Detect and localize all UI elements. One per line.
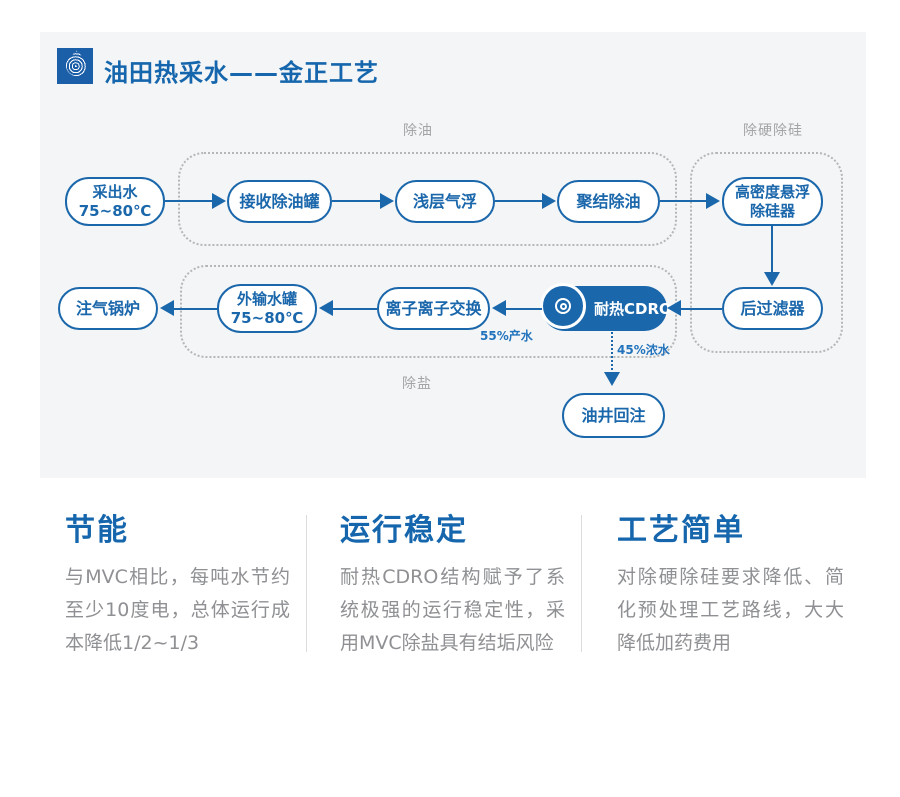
arrow-head-desilicifier-to-postfilter <box>764 272 780 286</box>
node-high-density-desilicifier-line1: 高密度悬浮 <box>734 182 810 201</box>
cdro-target-icon <box>555 298 571 314</box>
feature-stable-operation-body: 耐热CDRO结构赋予了系统极强的运行稳定性，采用MVC除盐具有结垢风险 <box>340 566 565 654</box>
arrow-head-cdro-to-ionexchange <box>492 300 506 316</box>
node-shallow-air-flotation-label: 浅层气浮 <box>412 191 477 211</box>
node-oil-well-reinjection: 油井回注 <box>562 393 665 438</box>
arrow-head-cdro-to-reinjection <box>604 372 620 386</box>
node-export-water-tank-line2: 75~80℃ <box>230 308 304 327</box>
arrow-line-cdro-to-ionexchange <box>505 308 542 310</box>
label-product-water: 55%产水 <box>480 329 533 343</box>
feature-stable-operation-title: 运行稳定 <box>340 513 468 548</box>
column-divider-2 <box>581 515 582 652</box>
node-oil-well-reinjection-label: 油井回注 <box>581 405 646 425</box>
label-concentrated-water: 45%浓水 <box>617 343 670 357</box>
feature-simple-process-title: 工艺简单 <box>617 513 745 548</box>
arrow-head-produced-to-receiving <box>212 193 226 209</box>
node-coalescing-deoil: 聚结除油 <box>557 180 660 223</box>
arrow-line-flotation-to-coalescing <box>495 200 544 202</box>
node-gas-injection-boiler-label: 注气锅炉 <box>75 298 140 318</box>
node-receiving-deoil-tank-label: 接收除油罐 <box>239 191 320 211</box>
node-post-filter: 后过滤器 <box>722 287 823 330</box>
arrow-head-ionexchange-to-exporttank <box>319 300 333 316</box>
node-high-density-desilicifier-line2: 除硅器 <box>749 201 795 220</box>
node-ion-exchange: 离子离子交换 <box>377 287 490 330</box>
node-gas-injection-boiler: 注气锅炉 <box>58 287 158 330</box>
node-produced-water-line2: 75~80℃ <box>78 201 152 220</box>
arrow-head-receiving-to-flotation <box>380 193 394 209</box>
water-drop-ripple-icon <box>61 50 92 81</box>
node-ion-exchange-label: 离子离子交换 <box>385 298 482 318</box>
node-export-water-tank: 外输水罐 75~80℃ <box>217 284 317 333</box>
node-shallow-air-flotation: 浅层气浮 <box>395 180 495 223</box>
group-deoil-box <box>178 152 677 246</box>
diagram-panel: 油田热采水——金正工艺 除油 除硬除硅 除盐 采出水 75~80℃ 接收除油罐 … <box>40 32 866 478</box>
group-hardness-silica-box <box>690 152 843 353</box>
feature-energy-saving-title: 节能 <box>65 513 129 548</box>
arrow-line-exporttank-to-boiler <box>173 308 217 310</box>
node-high-density-desilicifier: 高密度悬浮 除硅器 <box>722 177 823 226</box>
arrow-line-cdro-to-reinjection <box>611 332 613 374</box>
arrow-head-flotation-to-coalescing <box>542 193 556 209</box>
arrow-line-desilicifier-to-postfilter <box>771 226 773 274</box>
feature-simple-process-body: 对除硬除硅要求降低、简化预处理工艺路线，大大降低加药费用 <box>617 566 844 654</box>
node-receiving-deoil-tank: 接收除油罐 <box>227 180 332 223</box>
column-divider-1 <box>306 515 307 652</box>
feature-stable-operation: 运行稳定 耐热CDRO结构赋予了系统极强的运行稳定性，采用MVC除盐具有结垢风险 <box>340 505 565 660</box>
arrow-head-postfilter-to-cdro <box>667 300 681 316</box>
arrow-line-ionexchange-to-exporttank <box>332 308 377 310</box>
arrow-head-coalescing-to-desilicifier <box>706 193 720 209</box>
node-export-water-tank-line1: 外输水罐 <box>236 289 297 308</box>
group-deoil-label: 除油 <box>403 123 433 139</box>
node-coalescing-deoil-label: 聚结除油 <box>576 191 641 211</box>
arrow-line-receiving-to-flotation <box>332 200 382 202</box>
node-post-filter-label: 后过滤器 <box>740 298 805 318</box>
company-logo-icon <box>57 48 93 84</box>
group-desalt-label: 除盐 <box>402 376 432 392</box>
cdro-circle-badge <box>540 283 586 329</box>
arrow-line-postfilter-to-cdro <box>680 308 722 310</box>
feature-columns: 节能 与MVC相比，每吨水节约至少10度电，总体运行成本降低1/2~1/3 运行… <box>65 505 844 660</box>
arrow-head-exporttank-to-boiler <box>160 300 174 316</box>
node-heat-resistant-cdro-label: 耐热CDRO <box>594 300 672 318</box>
group-hardness-silica-label: 除硬除硅 <box>743 123 803 139</box>
cdro-target-icon-center <box>559 302 567 310</box>
arrow-line-coalescing-to-desilicifier <box>660 200 708 202</box>
arrow-line-produced-to-receiving <box>165 200 214 202</box>
feature-energy-saving-body: 与MVC相比，每吨水节约至少10度电，总体运行成本降低1/2~1/3 <box>65 566 290 654</box>
node-heat-resistant-cdro: 耐热CDRO <box>540 283 672 331</box>
node-produced-water: 采出水 75~80℃ <box>65 177 165 226</box>
feature-energy-saving: 节能 与MVC相比，每吨水节约至少10度电，总体运行成本降低1/2~1/3 <box>65 505 290 660</box>
page-title: 油田热采水——金正工艺 <box>104 59 379 87</box>
node-produced-water-line1: 采出水 <box>92 182 138 201</box>
feature-simple-process: 工艺简单 对除硬除硅要求降低、简化预处理工艺路线，大大降低加药费用 <box>617 505 844 660</box>
